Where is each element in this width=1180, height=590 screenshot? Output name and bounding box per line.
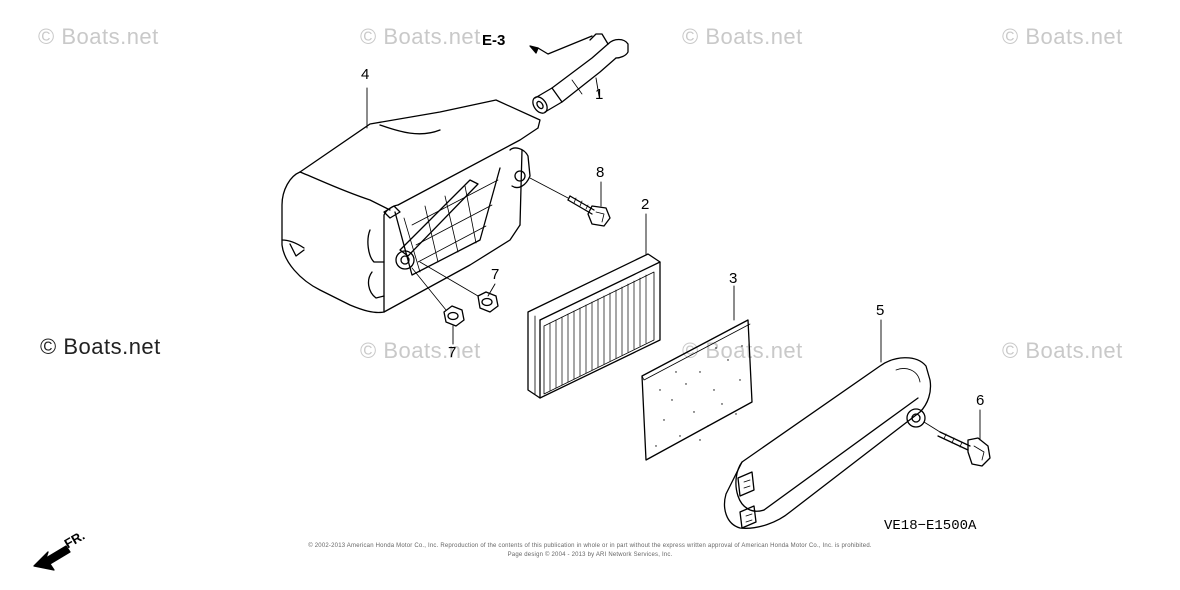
reference-arrow [537,35,593,55]
watermark: © Boats.net [360,338,481,363]
callout-7-lower: 7 [448,344,457,361]
part-6-wing-bolt [937,431,991,467]
callout-8: 8 [596,164,605,181]
reference-label: E-3 [482,32,506,49]
part-3-pre-filter [641,319,753,461]
callout-2: 2 [641,196,650,213]
part-5-cover [723,357,932,529]
copyright-line-1: © 2002-2013 American Honda Motor Co., In… [308,543,872,549]
callout-3: 3 [729,270,738,287]
diagram-code: VE18−E1500A [884,518,977,534]
watermark: © Boats.net [38,24,159,49]
part-7-nut-upper [477,291,499,313]
part-7-nut-lower [443,305,465,327]
part-1-breather-tube [532,33,629,114]
callout-1: 1 [595,86,604,103]
watermark: © Boats.net [1002,24,1123,49]
front-direction-arrow [33,545,71,571]
part-8-bolt [567,195,611,227]
watermark-dark: © Boats.net [40,334,161,359]
watermark: © Boats.net [1002,338,1123,363]
callout-6: 6 [976,392,985,409]
callout-4: 4 [361,66,370,83]
callout-7-upper: 7 [491,266,500,283]
part-4-air-cleaner-case [281,99,541,314]
callout-5: 5 [876,302,885,319]
watermark: © Boats.net [682,338,803,363]
watermark: © Boats.net [360,24,481,49]
watermark: © Boats.net [682,24,803,49]
copyright-line-2: Page design © 2004 - 2013 by ARI Network… [507,552,673,558]
part-2-filter-element [527,253,661,399]
